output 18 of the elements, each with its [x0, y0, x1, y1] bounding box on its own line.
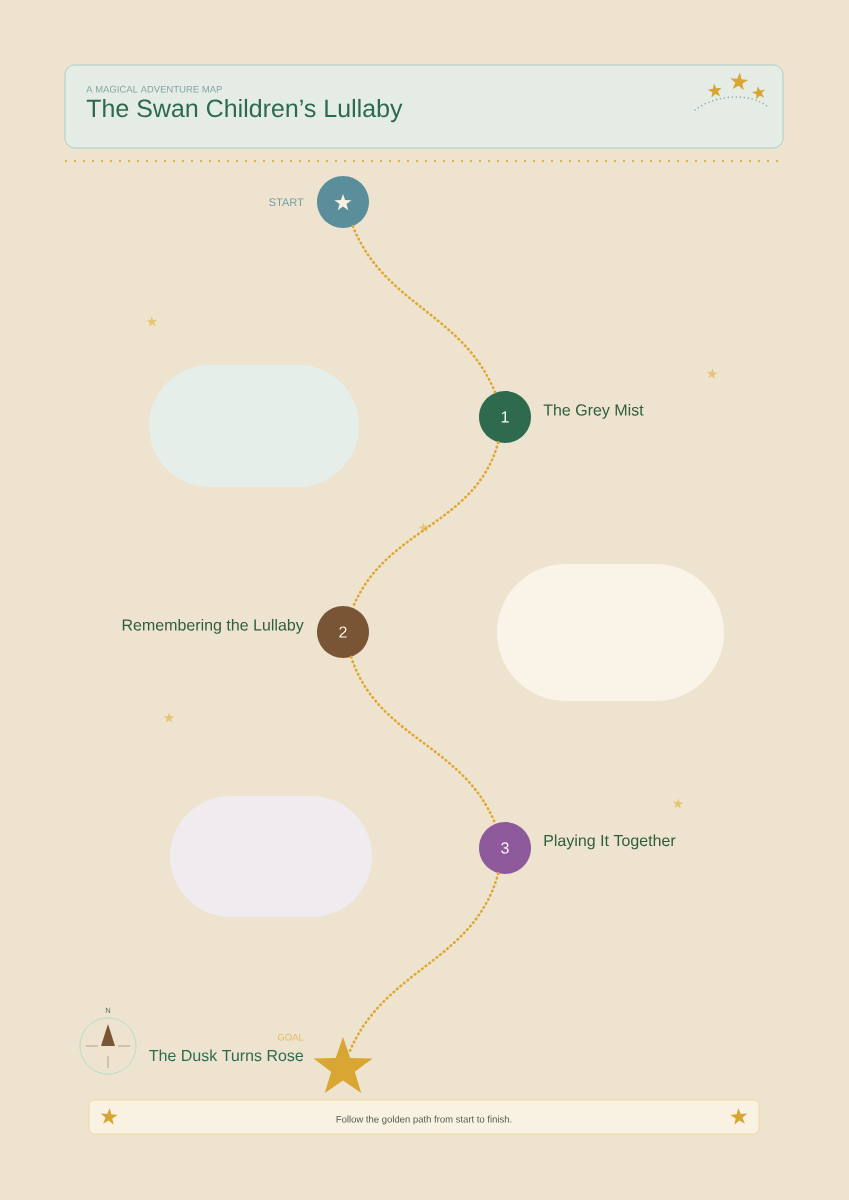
start-circle: [317, 176, 369, 228]
subtitle: A MAGICAL ADVENTURE MAP: [86, 85, 222, 93]
step-label: The Grey Mist: [543, 403, 644, 419]
start-label: START: [269, 198, 304, 207]
dotted-path: [351, 225, 497, 394]
cloud-shape: [497, 564, 724, 701]
goal-star: [313, 1037, 373, 1094]
note-banner: Follow the golden path from start to finish.: [88, 1099, 760, 1135]
goal-label: GOAL: [277, 1033, 304, 1041]
title: The Swan Children’s Lullaby: [86, 98, 403, 123]
step-label: The Dusk Turns Rose: [149, 1049, 304, 1062]
dotted-path: [349, 655, 497, 825]
dotted-path: [351, 441, 500, 609]
dotted-path: [347, 872, 500, 1055]
step-label: Playing It Together: [544, 834, 676, 850]
step-label: Remembering the Lullaby: [122, 618, 304, 634]
cloud-shape: [170, 796, 372, 917]
cloud-shape: [149, 365, 359, 487]
